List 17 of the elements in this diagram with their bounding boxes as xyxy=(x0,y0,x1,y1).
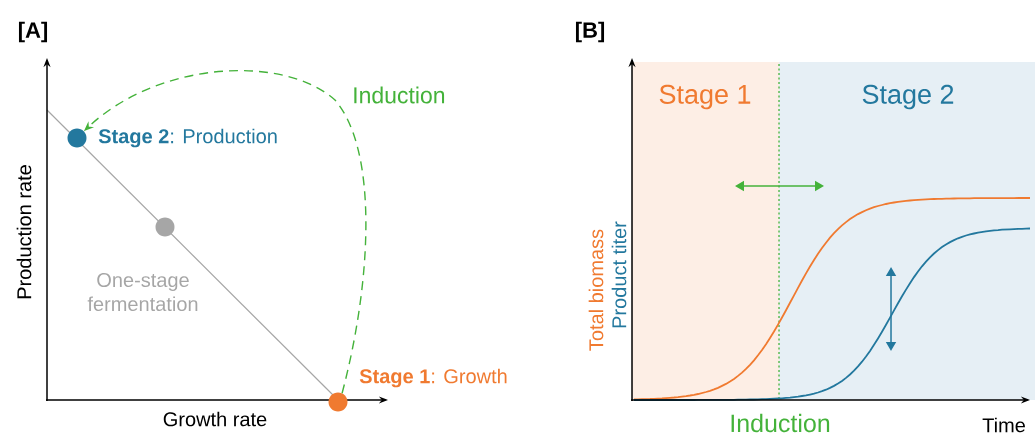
induction-label: Induction xyxy=(731,413,830,433)
panel-label: [A] xyxy=(18,21,48,43)
edge-label: Induction xyxy=(354,86,445,104)
axis-label: Production rate xyxy=(16,165,32,299)
axis-label: Product titer xyxy=(611,221,627,328)
point-marker xyxy=(155,217,175,237)
stage-label: Stage 1 xyxy=(659,84,751,110)
axis-label: Time xyxy=(982,417,1025,433)
point-marker xyxy=(67,128,87,148)
point-label: Stage 1: Growth xyxy=(359,368,507,388)
panel-label: [B] xyxy=(576,21,605,43)
axis-label: Total biomass xyxy=(588,229,604,351)
point-label: Stage 2: Production xyxy=(98,128,277,148)
point-label: One-stage fermentation xyxy=(87,272,198,312)
stage-label: Stage 2 xyxy=(862,84,954,110)
axis-label: Growth rate xyxy=(163,411,267,427)
point-marker xyxy=(328,392,348,412)
